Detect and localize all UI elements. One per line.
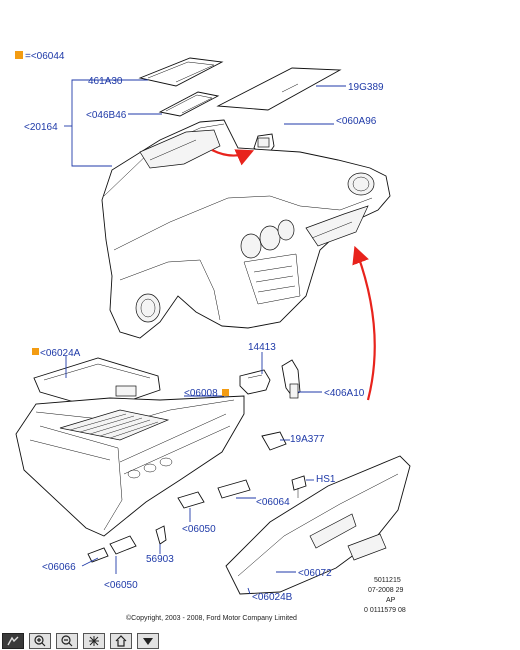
fit-button[interactable] — [83, 633, 105, 649]
pan-icon — [7, 636, 19, 646]
label-06050-lower: <06050 — [104, 580, 138, 591]
part-046b46 — [158, 91, 220, 117]
part-06064 — [217, 479, 251, 499]
label-046b46: <046B46 — [86, 110, 127, 121]
label-06024b: <06024B — [252, 592, 293, 603]
label-06072: <06072 — [298, 568, 332, 579]
copyright-text: ©Copyright, 2003 - 2008, Ford Motor Comp… — [126, 614, 297, 622]
part-461a30 — [138, 57, 224, 87]
label-56903: 56903 — [146, 554, 174, 565]
label-060a96: <060A96 — [336, 116, 377, 127]
label-06066: <06066 — [42, 562, 76, 573]
instrument-panel — [101, 119, 391, 339]
meta-line-3: AP — [386, 597, 396, 604]
label-19a377: 19A377 — [290, 434, 325, 445]
meta-line-2: 07-2008 29 — [368, 587, 404, 594]
legend-marker — [15, 51, 23, 59]
home-button[interactable] — [110, 633, 132, 649]
part-406a10 — [281, 359, 301, 399]
label-06024a: <06024A — [40, 348, 81, 359]
glove-box-door — [225, 455, 411, 595]
part-19a377 — [261, 431, 287, 451]
part-06050-upper — [177, 491, 205, 509]
menu-arrow-icon — [143, 638, 153, 645]
home-icon — [115, 635, 127, 647]
glove-box-housing — [15, 395, 245, 537]
viewer-toolbar — [0, 632, 520, 650]
part-56903 — [155, 525, 167, 545]
label-461a30: 461A30 — [88, 76, 123, 87]
part-14413 — [239, 369, 271, 395]
zoom-out-button[interactable] — [56, 633, 78, 649]
label-406a10: <406A10 — [324, 388, 365, 399]
label-hs1: HS1 — [316, 474, 336, 485]
part-06050-lower — [109, 535, 137, 555]
part-06024a — [33, 357, 161, 411]
label-06064: <06064 — [256, 497, 290, 508]
zoom-in-button[interactable] — [29, 633, 51, 649]
label-06050-upper: <06050 — [182, 524, 216, 535]
part-hs1 — [291, 475, 307, 498]
marker-06008 — [222, 389, 229, 396]
part-06066 — [87, 547, 109, 563]
zoom-out-icon — [61, 635, 73, 647]
menu-arrow-button[interactable] — [137, 633, 159, 649]
label-14413: 14413 — [248, 342, 276, 353]
meta-line-4: 0 0111579 08 — [364, 607, 406, 614]
label-19g389: 19G389 — [348, 82, 384, 93]
part-19g389 — [216, 67, 342, 111]
marker-06024a — [32, 348, 39, 355]
label-06008: <06008 — [184, 388, 218, 399]
label-20164: <20164 — [24, 122, 58, 133]
meta-line-1: 5011215 — [374, 577, 401, 584]
zoom-in-icon — [34, 635, 46, 647]
parts-diagram: =<06044 — [15, 51, 411, 622]
fit-icon — [89, 636, 99, 646]
pan-button[interactable] — [2, 633, 24, 649]
legend-text: =<06044 — [25, 51, 65, 62]
